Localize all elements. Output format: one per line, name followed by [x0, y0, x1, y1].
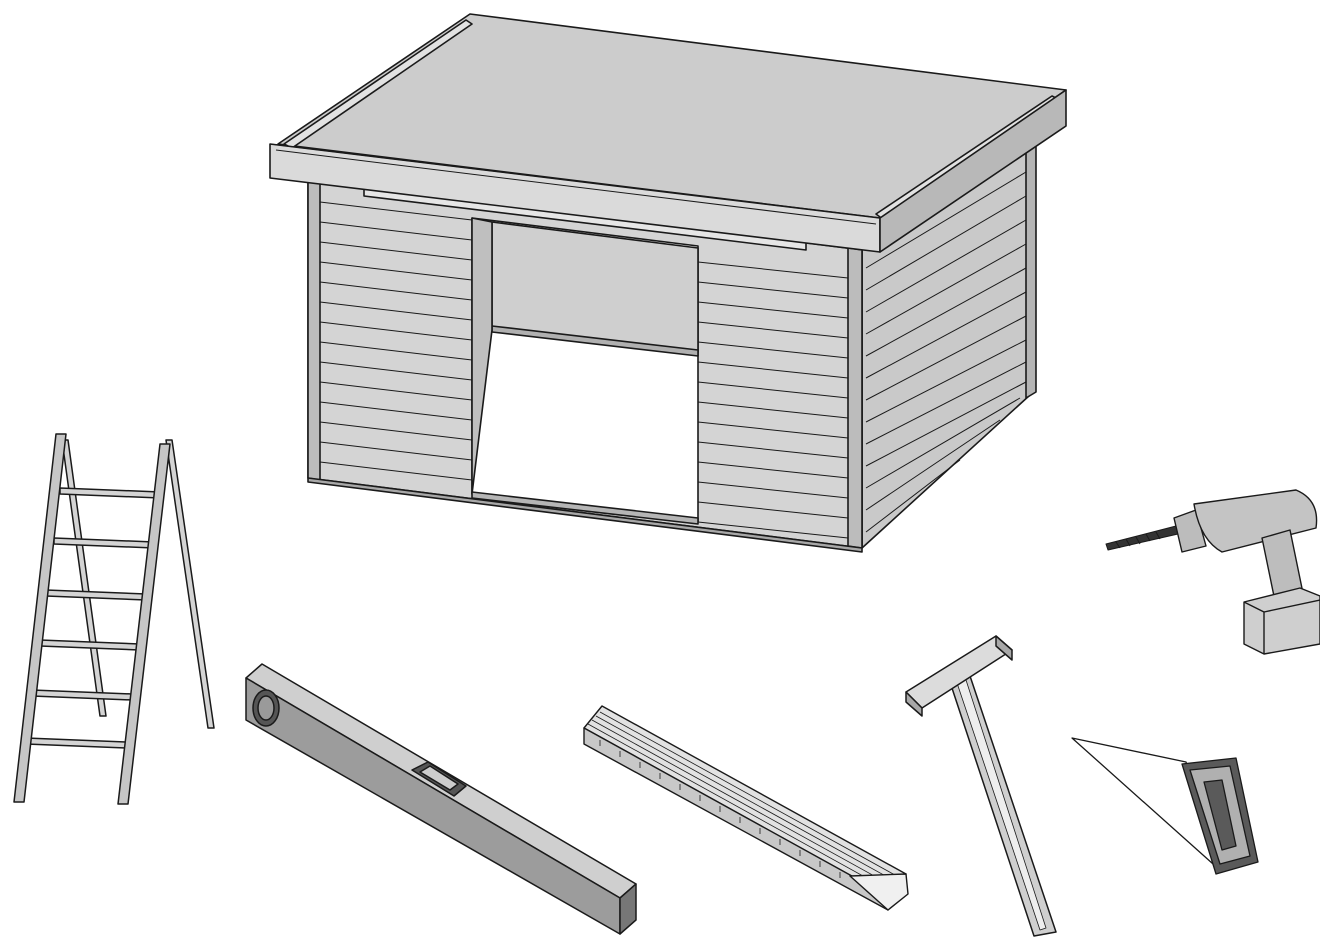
ladder-rail-back-left: [62, 440, 106, 716]
ladder-rail-back-right: [166, 440, 214, 728]
hand-saw-grip-hole: [1204, 780, 1236, 850]
shed-corner-post-left: [308, 180, 320, 480]
shed-base-rail: [308, 478, 862, 552]
folding-rule-body: [584, 706, 906, 896]
drill-battery: [1244, 588, 1320, 654]
drill-bit: [1106, 526, 1178, 550]
shed-door-jamb-left: [472, 218, 492, 494]
shed-corner-post-right: [1026, 146, 1036, 398]
cordless-drill: [1106, 490, 1320, 654]
drill-body: [1194, 490, 1317, 552]
spirit-level: [246, 664, 636, 934]
shed-roof-fascia-side: [880, 90, 1066, 252]
ladder: [14, 434, 214, 804]
garden-shed: [270, 14, 1066, 552]
ladder-rail-front-right: [118, 444, 170, 804]
hammer: [906, 636, 1056, 936]
ladder-rail-front-left: [14, 434, 66, 802]
folding-rule-end-cap: [850, 874, 908, 910]
shed-side-boards: [866, 172, 1026, 532]
shed-left-boards: [320, 202, 472, 480]
shed-door-threshold: [472, 492, 698, 524]
folding-rule-layers: [588, 712, 904, 892]
hand-saw: [1072, 738, 1258, 874]
folding-rule-ticks: [600, 740, 840, 878]
shed-right-boards: [698, 262, 848, 538]
shed-corner-post-front: [848, 248, 862, 548]
spirit-level-front: [246, 678, 620, 934]
folding-rule: [584, 706, 908, 910]
spirit-level-end: [620, 884, 636, 934]
